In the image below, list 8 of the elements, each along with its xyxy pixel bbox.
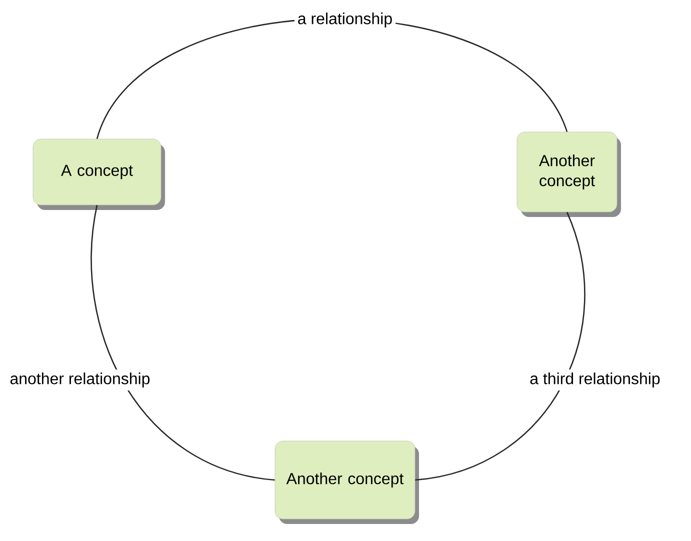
- connector-arc: [415, 212, 586, 481]
- edge-label: another relationship: [6, 370, 154, 390]
- edge-label: a relationship: [294, 10, 396, 30]
- concept-box: Another concept: [274, 440, 419, 524]
- concept-box: A concept: [32, 138, 165, 210]
- connector-arc: [90, 205, 275, 481]
- edge-label: a third relationship: [526, 370, 664, 390]
- concept-box: Another concept: [516, 132, 621, 217]
